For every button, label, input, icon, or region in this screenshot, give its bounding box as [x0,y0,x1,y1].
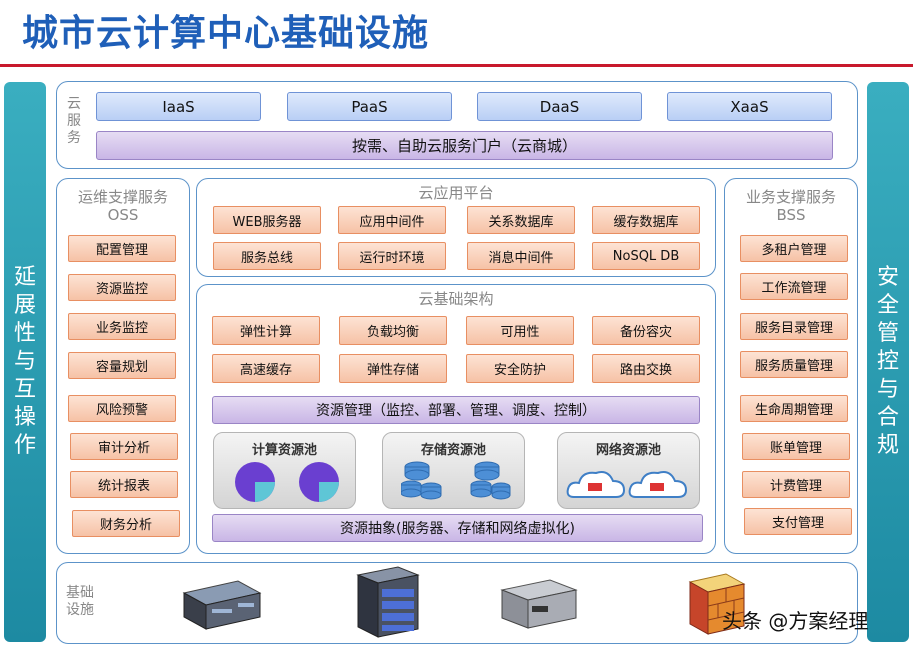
storage-pool: 存储资源池 [382,432,525,509]
oss-item: 业务监控 [68,313,176,340]
bss-title: 业务支撑服务 BSS [745,188,836,224]
infrastructure-label: 基础设施 [66,585,94,618]
app-item: NoSQL DB [592,242,700,270]
server-icon [182,580,262,630]
app-platform-title: 云应用平台 [418,184,494,202]
network-pool-title: 网络资源池 [595,443,661,458]
compute-pool: 计算资源池 [213,432,356,509]
title-divider [0,64,913,67]
service-portal: 按需、自助云服务门户（云商城） [96,131,833,160]
pie-chart-icon [235,462,339,502]
oss-item: 统计报表 [70,471,178,498]
firewall-icon [688,573,746,635]
compute-pool-title: 计算资源池 [251,443,317,458]
bss-item: 计费管理 [742,471,850,498]
resource-abstraction: 资源抽象(服务器、存储和网络虚拟化) [212,514,703,542]
service-xaas: XaaS [667,92,832,121]
bss-item: 生命周期管理 [740,395,848,422]
storage-device-icon [500,579,578,629]
infra-item: 安全防护 [466,354,574,383]
app-item: WEB服务器 [213,206,321,234]
right-side-bar: 安全管控与合规 [867,82,909,642]
storage-pool-title: 存储资源池 [420,443,486,458]
infra-item: 路由交换 [592,354,700,383]
service-iaas: IaaS [96,92,261,121]
app-item: 缓存数据库 [592,206,700,234]
bss-item: 服务目录管理 [740,313,848,340]
infra-item: 可用性 [466,316,574,345]
oss-item: 配置管理 [68,235,176,262]
oss-item: 风险预警 [68,395,176,422]
watermark: 头条 @方案经理 [722,609,869,633]
infra-item: 弹性存储 [339,354,447,383]
page-title: 城市云计算中心基础设施 [22,13,430,54]
cloud-service-label: 云服务 [67,96,81,146]
infra-item: 弹性计算 [212,316,320,345]
oss-title: 运维支撑服务 OSS [77,188,168,224]
left-side-label: 延展性与互操作 [13,265,36,458]
infra-arch-title: 云基础架构 [418,290,494,308]
resource-management: 资源管理（监控、部署、管理、调度、控制） [212,396,700,424]
network-pool: 网络资源池 [557,432,700,509]
bss-item: 多租户管理 [740,235,848,262]
database-icon [401,461,511,500]
infra-item: 备份容灾 [592,316,700,345]
app-item: 服务总线 [213,242,321,270]
bss-item: 账单管理 [742,433,850,460]
bss-item: 支付管理 [744,508,852,535]
bss-item: 工作流管理 [740,273,848,300]
app-item: 运行时环境 [338,242,446,270]
oss-item: 财务分析 [72,510,180,537]
service-daas: DaaS [477,92,642,121]
service-paas: PaaS [287,92,452,121]
oss-item: 审计分析 [70,433,178,460]
right-side-label: 安全管控与合规 [876,265,899,458]
infra-item: 高速缓存 [212,354,320,383]
server-rack-icon [356,566,420,638]
app-item: 关系数据库 [467,206,575,234]
app-item: 应用中间件 [338,206,446,234]
oss-item: 容量规划 [68,352,176,379]
cloud-network-icon [566,471,688,498]
app-item: 消息中间件 [467,242,575,270]
oss-item: 资源监控 [68,274,176,301]
bss-item: 服务质量管理 [740,351,848,378]
infra-item: 负载均衡 [339,316,447,345]
left-side-bar: 延展性与互操作 [4,82,46,642]
